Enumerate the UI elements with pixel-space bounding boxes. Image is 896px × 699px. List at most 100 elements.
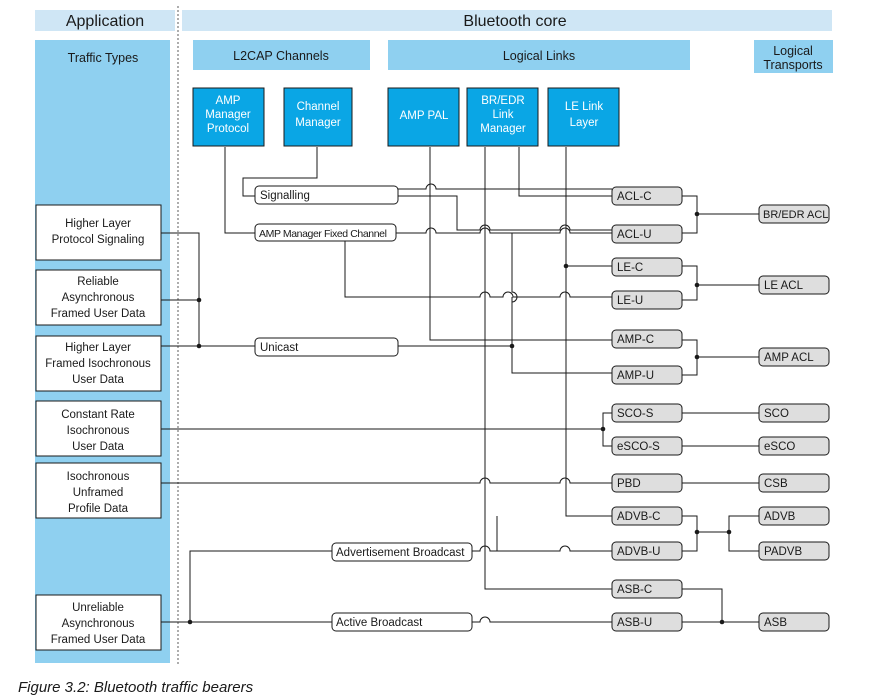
channel-active-broadcast [331,612,473,632]
link-label: ADVB-U [617,546,660,558]
traffic-reliable-async-framed [35,269,162,326]
traffic-label: Framed User Data [51,634,146,646]
traffic-higher-layer-protocol-signaling [35,204,162,261]
bluetooth-core-heading: Bluetooth core [463,13,566,30]
channel-manager-box [283,87,353,147]
traffic-label: Higher Layer [65,218,131,230]
amp-manager-protocol-line2: Manager [205,109,251,121]
link-amp-u [611,365,683,385]
channel-advertisement-broadcast [331,542,473,562]
link-advb-u [611,541,683,561]
channel-manager-line1: Channel [297,101,340,113]
amp-pal-box [387,87,460,147]
traffic-label: Isochronous [67,425,130,437]
transport-amp-acl [758,347,830,367]
link-amp-c [611,329,683,349]
transport-le-acl [758,275,830,295]
le-link-layer-box [547,87,620,147]
transport-label: AMP ACL [764,352,814,364]
transport-label: ADVB [764,511,796,523]
transport-bredr-acl [758,204,830,224]
figure-caption: Figure 3.2: Bluetooth traffic bearers [18,679,254,696]
link-label: SCO-S [617,408,654,420]
logical-transports-heading-line1: Logical [773,44,813,58]
junction-dots [187,211,732,625]
link-label: ADVB-C [617,511,660,523]
transport-esco [758,436,830,456]
amp-manager-protocol-line3: Protocol [207,123,249,135]
bredr-link-manager-box [466,87,539,147]
channel-label: AMP Manager Fixed Channel [259,228,387,240]
transport-label: SCO [764,408,789,420]
logical-transports-heading-line2: Transports [763,58,822,72]
traffic-label: User Data [72,374,124,386]
transport-label: LE ACL [764,280,804,292]
link-label: ASB-C [617,584,652,596]
l2cap-channels-header [193,40,370,70]
logical-links-heading: Logical Links [503,49,575,63]
link-acl-u [611,224,683,244]
link-sco-s [611,403,683,423]
channel-amp-manager-fixed [254,223,397,242]
channel-unicast [254,337,399,357]
transport-label: eSCO [764,441,795,453]
transport-label: ASB [764,617,787,629]
amp-pal-label: AMP PAL [400,110,449,122]
transport-advb [758,506,830,526]
bredr-link-manager-line1: BR/EDR [481,95,524,107]
transport-asb [758,612,830,632]
link-label: AMP-C [617,334,654,346]
channel-label: Active Broadcast [336,617,423,629]
transport-padvb [758,541,830,561]
link-acl-c [611,186,683,206]
logical-links-header [388,40,690,70]
connector-lines [161,147,759,623]
traffic-label: Framed Isochronous [45,358,151,370]
channel-label: Unicast [260,342,299,354]
l2cap-channels-heading: L2CAP Channels [233,49,329,63]
traffic-label: Unframed [73,487,124,499]
link-label: PBD [617,478,641,490]
le-link-layer-line1: LE Link [565,101,604,113]
channel-manager-line2: Manager [295,117,341,129]
link-label: eSCO-S [617,441,660,453]
transport-label: BR/EDR ACL [763,209,828,221]
transport-label: CSB [764,478,788,490]
link-advb-c [611,506,683,526]
link-pbd [611,473,683,493]
traffic-constant-rate-iso [35,400,162,457]
link-asb-u [611,612,683,632]
link-label: LE-C [617,262,643,274]
link-esco-s [611,436,683,456]
link-label: ASB-U [617,617,652,629]
application-banner [35,10,175,31]
bredr-link-manager-line3: Manager [480,123,526,135]
traffic-label: Unreliable [72,602,124,614]
channel-label: Advertisement Broadcast [336,547,465,559]
link-le-c [611,257,683,277]
link-label: AMP-U [617,370,654,382]
logical-transports-header [754,40,833,73]
application-heading: Application [66,13,144,30]
traffic-label: Higher Layer [65,342,131,354]
traffic-label: Constant Rate [61,409,135,421]
transport-csb [758,473,830,493]
transport-sco [758,403,830,423]
le-link-layer-line2: Layer [570,117,599,129]
traffic-label: Asynchronous [62,292,135,304]
link-label: ACL-U [617,229,652,241]
link-asb-c [611,579,683,599]
traffic-iso-unframed [35,462,162,519]
link-le-u [611,290,683,310]
traffic-label: Reliable [77,276,119,288]
transport-label: PADVB [764,546,802,558]
bredr-link-manager-line2: Link [492,109,513,121]
amp-manager-protocol-line1: AMP [216,95,241,107]
bluetooth-core-banner [182,10,832,31]
traffic-label: Isochronous [67,471,130,483]
channel-label: Signalling [260,190,310,202]
traffic-label: User Data [72,441,124,453]
link-label: ACL-C [617,191,652,203]
traffic-higher-layer-framed-iso [35,335,162,392]
